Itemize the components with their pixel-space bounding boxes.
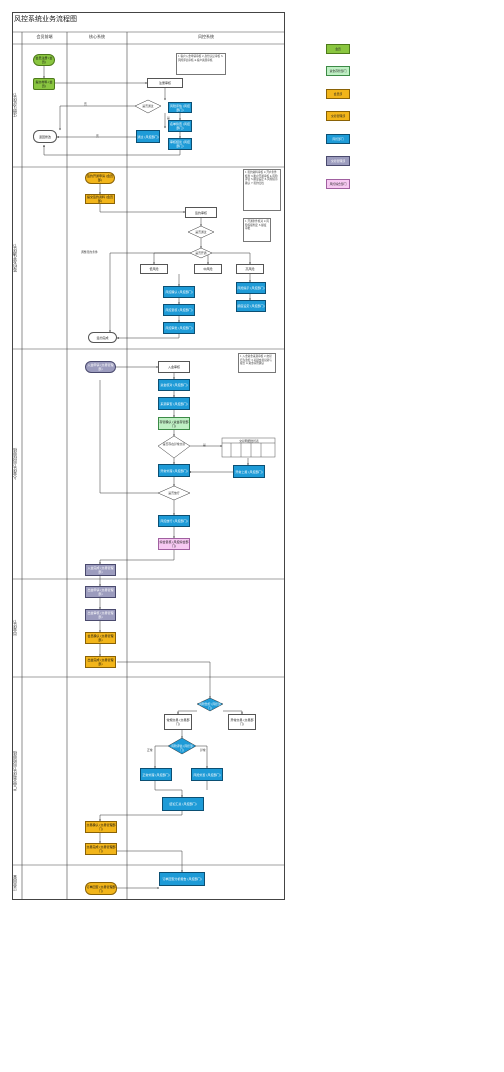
review-box[interactable]: 注册审核 [147,78,183,88]
custody-step[interactable]: 存管确认 (资金存管部门) [158,417,190,430]
legend-composite: 风控综合部门 [326,179,350,189]
decision-label: 是否存在异常交易 [162,442,186,446]
edge-label: 正常 [147,748,153,752]
decision-label: 是否通过 [142,104,154,108]
legend-trade-mgmt: 交易管理部 [326,111,350,121]
legend-trade-purple: 交易管理部 [326,156,350,166]
trade-complete[interactable]: 交易完成 (交易管理部门) [85,843,117,855]
legend-member-dept: 会员部 [326,89,350,99]
risk-step[interactable]: 异常上报 (风控部门) [233,465,265,478]
risk-step[interactable]: 风控审批 (风控部门) [163,322,195,334]
risk-step[interactable]: 额度设定 (风控部门) [236,300,266,312]
composite-step[interactable]: 综合复核 (风控综合部门) [158,538,190,550]
sign-start[interactable]: 签约开通申请 (会员部) [85,172,115,184]
decision-label: 是否放行 [168,491,180,495]
decision-label: 风险评估 (风控部门) [171,744,193,752]
note-box: 1.签约资料审核 2.开户条件核查 3.账户开通审核 4.风险评估 5.额度设定… [243,169,281,211]
edge-label: 是 [203,443,206,447]
risk-step[interactable]: 资金核对 (风控部门) [158,379,190,391]
risk-level-high[interactable]: 高风险 [236,264,264,274]
risk-step[interactable]: 结论汇总 (风控部门) [162,797,204,811]
risk-step[interactable]: 风控复核 (风控部门) [163,304,195,316]
sign-submit[interactable]: 提交签约资料 (会员部) [85,194,115,204]
risk-step[interactable]: 风险提示 (风控部门) [236,282,266,294]
edge-label: 否 [84,102,87,106]
trade-confirm[interactable]: 交易确认 (交易管理部门) [85,821,117,833]
risk-step[interactable]: 风险处置 (风控部门) [191,768,223,781]
column-header-core: 核心系统 [89,34,105,39]
column-header-member: 会员前端 [36,34,53,39]
page-title: 风控系统业务流程图 [14,15,77,23]
register-start[interactable]: 会员注册 (会员) [33,54,55,66]
column-header-risk: 风控系统 [198,34,214,39]
risk-step[interactable]: 名单筛查 (风控部门) [168,120,192,132]
withdraw-step[interactable]: 出金申请 (交易管理部) [85,586,116,598]
note-box: 1.入金资金来源审核 2.交易行为监控 3.可疑交易识别与报告 4.资金存管确认 [238,353,276,373]
withdraw-step[interactable]: 出金审核 (交易管理部) [85,609,116,621]
risk-step[interactable]: 正常处理 (风控部门) [140,768,172,781]
reject-box[interactable]: 退回修改 [33,130,57,143]
note-box: 1.开通条件核对 2.风险等级判定 3.额度审批 [243,218,271,242]
legend-risk: 风控部门 [326,134,350,144]
risk-step[interactable]: 通过 (风控部门) [136,130,160,143]
trade-abnormal[interactable]: 异常交易 (交易部门) [228,714,256,730]
risk-level-mid[interactable]: 中风险 [194,264,222,274]
legend-member: 会员 [326,44,350,54]
decision-label: 是否通过 [195,230,207,234]
table-title: 交易明细监控表 [239,439,259,443]
review-report[interactable]: 订单回查分析报告 (风控部门) [159,872,205,886]
edge-label: 否 [96,134,99,138]
sign-end[interactable]: 签约完成 [88,332,117,343]
risk-step[interactable]: 风控放行 (风控部门) [158,515,190,527]
risk-level-low[interactable]: 低风险 [140,264,168,274]
deposit-start[interactable]: 入金申请 (交易管理部) [85,361,116,373]
risk-step[interactable]: 风险评估 (风控部门) [168,102,192,113]
withdraw-step[interactable]: 出金完成 (交易管理部) [85,656,116,668]
trade-normal[interactable]: 常规交易 (交易部门) [164,714,192,730]
note-box: 1.客户入金申请审核 2.身份认证审核 3.风险评估审核 4.客户资质审核 [176,53,226,75]
risk-step[interactable]: 异常处理 (风控部门) [158,464,190,477]
flowchart-frame [12,12,285,900]
decision-label: 是否开通 [195,251,207,255]
edge-label: 是 [167,116,170,120]
submit-info[interactable]: 提交材料 (会员) [33,78,55,90]
review-start[interactable]: 订单回查 (交易管理部门) [85,882,117,895]
sign-review[interactable]: 签约审核 [185,207,217,218]
risk-step[interactable]: 风控确认 (风控部门) [163,286,195,298]
decision-label: 风险监控 (风控部门) [199,702,221,710]
withdraw-step[interactable]: 会员确认 (交易管理部) [85,632,116,644]
deposit-end[interactable]: 入金完成 (交易管理部) [85,564,116,576]
risk-step[interactable]: 来源审查 (风控部门) [158,397,190,410]
edge-label: 异常 [200,748,206,752]
edge-label: 调整签约条件 [81,250,98,254]
legend-custody: 资金存管部门 [326,66,350,76]
deposit-review[interactable]: 入金审核 [158,361,190,373]
risk-step[interactable]: 审核结论 (风控部门) [168,138,192,150]
